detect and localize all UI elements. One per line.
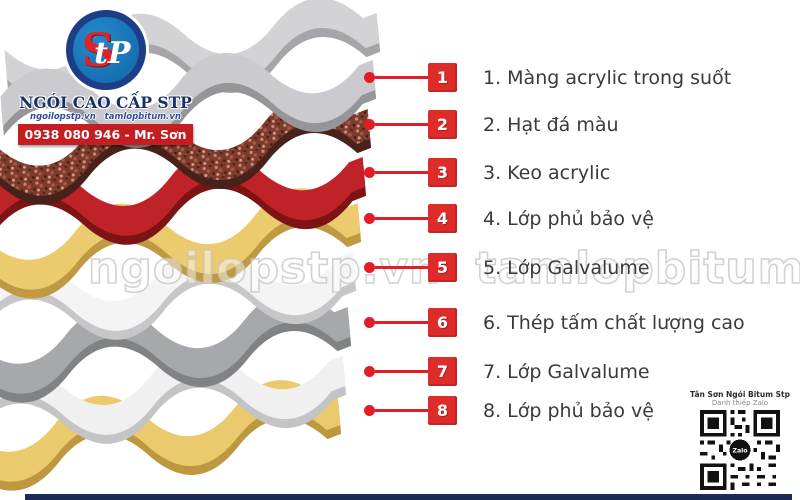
callout-row-6: 6 6. Thép tấm chất lượng cao	[364, 308, 794, 337]
stp-logo-icon: S tP	[65, 10, 146, 90]
callout-row-8: 8 8. Lớp phủ bảo vệ	[364, 396, 794, 425]
watermark-right: tamlopbitum.vn	[475, 242, 800, 295]
connector-line	[375, 123, 428, 126]
connector-dot	[364, 405, 375, 416]
zalo-qr-code: Zalo	[700, 410, 780, 490]
layer-label-6: 6. Thép tấm chất lượng cao	[483, 311, 745, 334]
phone-banner: 0938 080 946 - Mr. Sơn	[18, 124, 193, 145]
callout-row-7: 7 7. Lớp Galvalume	[364, 357, 794, 386]
layer-label-1: 1. Màng acrylic trong suốt	[483, 66, 732, 89]
number-badge-1: 1	[428, 63, 457, 92]
layer-label-3: 3. Keo acrylic	[483, 161, 611, 184]
connector-line	[375, 217, 428, 220]
connector-dot	[364, 366, 375, 377]
connector-line	[375, 370, 428, 373]
callout-row-2: 2 2. Hạt đá màu	[364, 110, 794, 139]
callout-row-5: 5 5. Lớp Galvalume	[364, 253, 794, 282]
connector-dot	[364, 119, 375, 130]
number-badge-8: 8	[428, 396, 457, 425]
layer-label-7: 7. Lớp Galvalume	[483, 360, 650, 383]
qr-block: Tân Sơn Ngói Bitum Stp Danh thiếp Zalo	[686, 390, 794, 494]
callout-row-1: 1 1. Màng acrylic trong suốt	[364, 63, 794, 92]
qr-title: Tân Sơn Ngói Bitum Stp	[689, 390, 790, 399]
callout-row-4: 4 4. Lớp phủ bảo vệ	[364, 204, 794, 233]
number-badge-2: 2	[428, 110, 457, 139]
logo-letter-s: S	[81, 23, 115, 77]
connector-dot	[364, 167, 375, 178]
connector-dot	[364, 317, 375, 328]
brand-domains: ngoilopstp.vn tamlopbitum.vn	[18, 112, 193, 122]
number-badge-5: 5	[428, 253, 457, 282]
qr-subtitle: Danh thiếp Zalo	[711, 399, 769, 407]
connector-dot	[364, 262, 375, 273]
layer-label-5: 5. Lớp Galvalume	[483, 256, 650, 279]
number-badge-6: 6	[428, 308, 457, 337]
brand-domain-right: tamlopbitum.vn	[104, 112, 181, 122]
number-badge-4: 4	[428, 204, 457, 233]
logo-letter-tp: tP	[94, 36, 131, 71]
brand-domain-left: ngoilopstp.vn	[30, 112, 96, 122]
connector-dot	[364, 213, 375, 224]
connector-line	[375, 321, 428, 324]
zalo-badge-label: Zalo	[732, 447, 747, 454]
connector-line	[375, 266, 428, 269]
number-badge-3: 3	[428, 158, 457, 187]
layer-label-8: 8. Lớp phủ bảo vệ	[483, 399, 654, 422]
connector-line	[375, 409, 428, 412]
layer-label-4: 4. Lớp phủ bảo vệ	[483, 207, 654, 230]
brand-logo-block: S tP NGÓI CAO CẤP STP ngoilopstp.vn taml…	[18, 8, 193, 145]
company-name: NGÓI CAO CẤP STP	[19, 93, 192, 112]
callout-row-3: 3 3. Keo acrylic	[364, 158, 794, 187]
connector-dot	[364, 72, 375, 83]
zalo-badge-icon	[729, 439, 751, 461]
connector-line	[375, 76, 428, 79]
number-badge-7: 7	[428, 357, 457, 386]
connector-line	[375, 171, 428, 174]
footer-bar	[25, 494, 792, 500]
layer-label-2: 2. Hạt đá màu	[483, 113, 619, 136]
